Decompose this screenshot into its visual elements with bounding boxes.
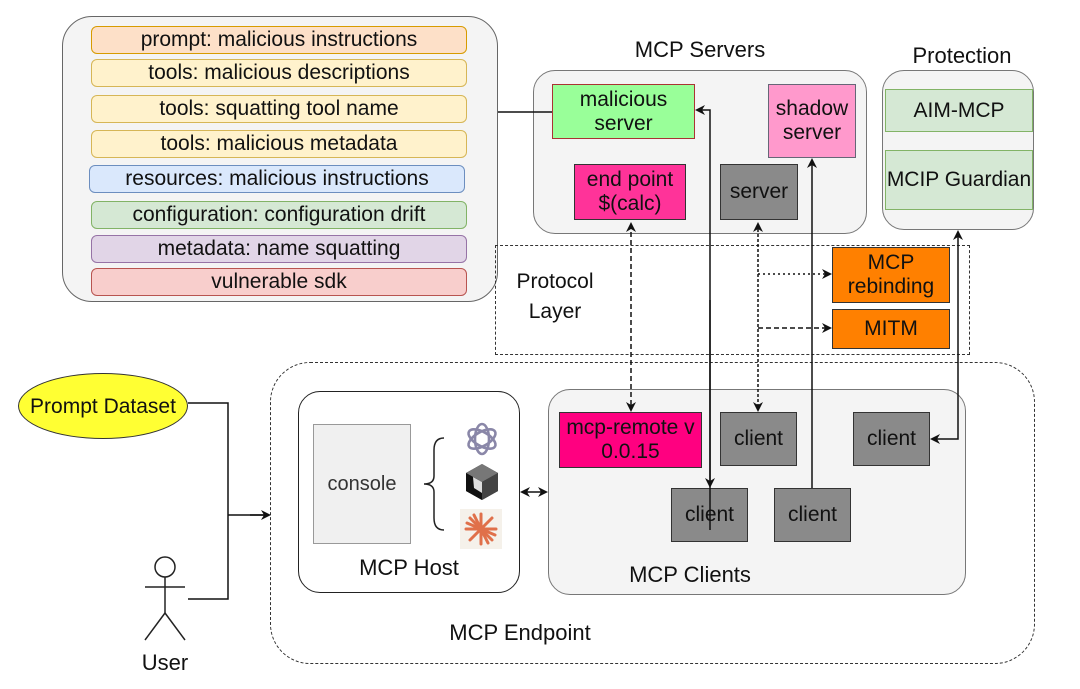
attack-vector-prompt: prompt: malicious instructions xyxy=(91,26,467,54)
mitm: MITM xyxy=(832,309,950,349)
protection-aim-mcp: AIM-MCP xyxy=(885,89,1033,132)
attack-vector-metadata: metadata: name squatting xyxy=(91,235,467,263)
client-4: client xyxy=(774,488,851,542)
server-node: server xyxy=(720,164,798,220)
protection-title: Protection xyxy=(912,43,1012,68)
attack-vector-tool-squatting: tools: squatting tool name xyxy=(91,95,467,123)
mcp-rebinding: MCP rebinding xyxy=(832,247,950,303)
protocol-layer-region xyxy=(495,245,970,355)
attack-vector-sdk: vulnerable sdk xyxy=(91,268,467,296)
user-actor-icon xyxy=(144,556,186,641)
user-label: User xyxy=(141,650,189,675)
attack-vector-configuration: configuration: configuration drift xyxy=(91,201,467,229)
attack-vector-tool-descriptions: tools: malicious descriptions xyxy=(91,59,467,87)
servers-title: MCP Servers xyxy=(634,37,766,62)
perplexity-icon xyxy=(466,464,498,500)
client-1: client xyxy=(720,412,797,466)
attack-vector-tool-metadata: tools: malicious metadata xyxy=(91,130,467,158)
client-2: client xyxy=(853,412,930,466)
mcp-remote-client: mcp-remote v 0.0.15 xyxy=(559,412,702,468)
edge-dataset-user-to-endpoint xyxy=(188,402,268,600)
mcp-host-title: MCP Host xyxy=(359,555,459,580)
prompt-dataset: Prompt Dataset xyxy=(18,373,188,439)
openai-icon xyxy=(467,422,497,456)
protection-mcip-guardian: MCIP Guardian xyxy=(885,150,1033,210)
endpoint-calc: end point $(calc) xyxy=(574,164,686,220)
shadow-server: shadow server xyxy=(768,84,856,158)
brace-icon xyxy=(423,437,445,531)
claude-icon xyxy=(464,512,498,546)
attack-vector-resources: resources: malicious instructions xyxy=(89,165,465,193)
mcp-clients-title: MCP Clients xyxy=(629,562,751,587)
mcp-endpoint-label: MCP Endpoint xyxy=(449,620,591,645)
protocol-layer-label: Protocol Layer xyxy=(516,270,594,323)
console: console xyxy=(313,424,411,544)
client-3: client xyxy=(671,488,748,542)
attack-vectors-panel: prompt: malicious instructions tools: ma… xyxy=(62,16,498,302)
malicious-server: malicious server xyxy=(552,84,695,139)
